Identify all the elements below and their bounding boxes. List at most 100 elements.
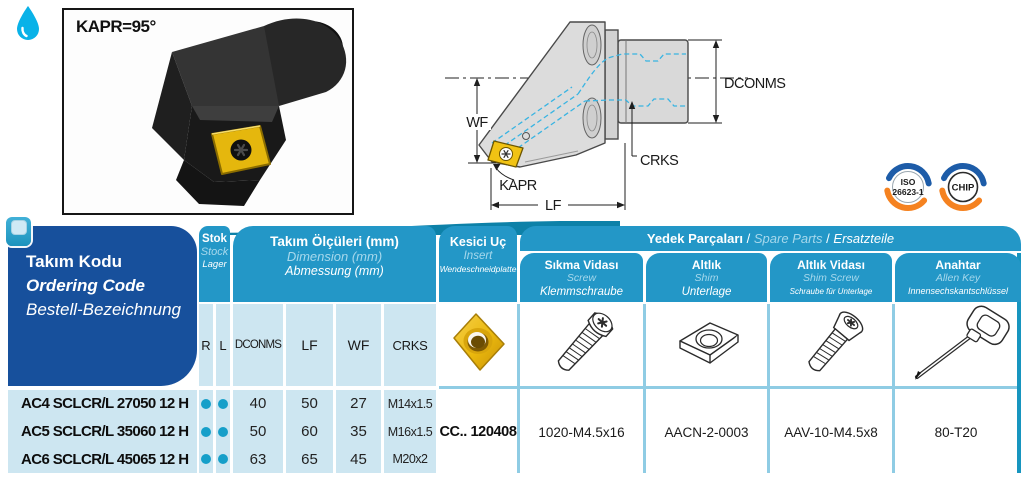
iso-badge-line2: 26623-1 <box>892 187 923 197</box>
dim-label-wf: WF <box>466 115 488 131</box>
dconms-column: 40 50 63 <box>233 390 283 473</box>
crks-value: M14x1.5 <box>387 396 433 411</box>
stock-header-en: Stock <box>200 246 229 258</box>
chip-badge: CHIP <box>939 163 987 212</box>
insert-image <box>453 313 505 371</box>
wf-value: 45 <box>350 450 367 468</box>
shim-screw-header: Altlık Vidası Shim Screw Schraube für Un… <box>770 253 892 302</box>
col-label-crks: CRKS <box>384 304 436 386</box>
table-row-code: AC5 SCLCR/L 35060 12 H <box>21 423 189 440</box>
clipboard-corner-icon-tab <box>11 220 27 235</box>
lf-column: 50 60 65 <box>286 390 333 473</box>
spare-parts-sep1: / <box>746 231 751 246</box>
wf-value: 35 <box>350 423 367 440</box>
clamp-screw-image <box>557 312 614 371</box>
lf-value: 50 <box>301 395 318 413</box>
stock-dot <box>218 426 228 437</box>
dim-label-dconms: DCONMS <box>724 76 785 92</box>
dimensions-header-tr: Takım Ölçüleri (mm) <box>270 234 399 249</box>
crks-column: M14x1.5 M16x1.5 M20x2 <box>384 390 436 473</box>
stock-dot <box>201 426 211 437</box>
shim-image <box>679 322 739 364</box>
stock-dot <box>218 454 228 465</box>
stock-header-de: Lager <box>202 259 227 270</box>
dconms-value: 50 <box>249 423 267 440</box>
screw-header-en: Screw <box>566 272 597 284</box>
table-row-code: AC4 SCLCR/L 27050 12 H <box>21 395 189 413</box>
col-label-lf: LF <box>286 304 333 386</box>
ordering-code-header: Takım Kodu Ordering Code Bestell-Bezeich… <box>8 226 197 386</box>
stock-header-tr: Stok <box>202 233 227 245</box>
stock-dot <box>201 398 211 409</box>
shim-header-de: Unterlage <box>681 286 732 298</box>
dconms-value: 63 <box>249 450 267 468</box>
screw-header-de: Klemmschraube <box>539 286 624 298</box>
lf-value: 65 <box>301 450 318 468</box>
wf-value: 27 <box>350 395 367 413</box>
ordering-code-en: Ordering Code <box>26 276 146 295</box>
dimensions-header: Takım Ölçüleri (mm) Dimension (mm) Abmes… <box>233 226 436 302</box>
allen-key-header-en: Allen Key <box>935 272 981 284</box>
separator <box>439 386 1017 389</box>
ordering-code-de: Bestell-Bezeichnung <box>26 300 181 319</box>
shim-header: Altlık Shim Unterlage <box>646 253 767 302</box>
torx-key-image <box>915 305 1010 380</box>
shim-header-tr: Altlık <box>691 258 722 272</box>
crks-value: M16x1.5 <box>387 424 433 439</box>
shim-screw-header-tr: Altlık Vidası <box>797 258 865 272</box>
table-right-edge <box>1017 253 1021 473</box>
stock-dot <box>201 454 211 465</box>
insert-header-tr: Kesici Uç <box>449 235 507 249</box>
technical-drawing: WF DCONMS CRKS KAPR LF <box>445 21 786 214</box>
ordering-code-column: AC4 SCLCR/L 27050 12 H AC5 SCLCR/L 35060… <box>8 390 197 473</box>
shim-screw-image <box>808 311 864 372</box>
stock-dot <box>218 398 228 409</box>
iso-badge: ISO 26623-1 <box>884 163 932 212</box>
spare-parts-band-en: Spare Parts <box>753 231 823 246</box>
lf-value: 60 <box>301 423 318 440</box>
insert-header: Kesici Uç Insert Wendeschneidplatte <box>439 226 517 302</box>
col-label-dconms: DCONMS <box>233 304 283 386</box>
stock-l-column <box>216 390 230 473</box>
tool-holder-photo <box>152 18 347 206</box>
spare-parts-sep2: / <box>826 231 830 246</box>
wf-column: 27 35 45 <box>336 390 381 473</box>
chip-badge-label: CHIP <box>952 183 975 194</box>
spare-parts-band-de: Ersatzteile <box>833 231 895 246</box>
dim-label-kapr: KAPR <box>499 178 537 194</box>
allen-key-header-tr: Anahtar <box>935 258 981 272</box>
screw-header: Sıkma Vidası Screw Klemmschraube <box>520 253 643 302</box>
crks-value: M20x2 <box>392 452 428 467</box>
dimensions-header-de: Abmessung (mm) <box>285 264 384 278</box>
spare-parts-band: Yedek Parçaları / Spare Parts / Ersatzte… <box>520 226 1021 251</box>
dim-label-crks: CRKS <box>640 153 678 169</box>
dconms-value: 40 <box>249 395 267 413</box>
shim-screw-part-number: AAV-10-M4.5x8 <box>784 424 878 440</box>
col-label-wf: WF <box>336 304 381 386</box>
shim-screw-header-en: Shim Screw <box>802 272 859 284</box>
col-label-r: R <box>199 304 213 386</box>
screw-header-tr: Sıkma Vidası <box>544 258 619 272</box>
shim-header-en: Shim <box>694 272 719 284</box>
table-row-code: AC6 SCLCR/L 45065 12 H <box>21 450 189 468</box>
col-label-l: L <box>216 304 230 386</box>
product-photo-box: KAPR=95° <box>62 8 354 215</box>
coolant-drop-icon <box>17 6 39 40</box>
spare-parts-band-tr: Yedek Parçaları <box>646 231 744 246</box>
kapr-angle-label: KAPR=95° <box>76 17 156 36</box>
insert-header-en: Insert <box>463 250 493 262</box>
screw-part-number: 1020-M4.5x16 <box>538 424 625 440</box>
stock-header: Stok Stock Lager <box>199 226 230 302</box>
ordering-code-tr: Takım Kodu <box>26 252 123 271</box>
allen-key-header-de: Innensechskantschlüssel <box>907 286 1009 296</box>
insert-header-de: Wendeschneidplatte <box>439 264 517 274</box>
stock-r-column <box>199 390 213 473</box>
insert-designation: CC.. 120408 <box>439 424 517 440</box>
dim-label-lf: LF <box>545 198 562 214</box>
shim-screw-header-de: Schraube für Unterlage <box>789 287 873 296</box>
iso-badge-line1: ISO <box>901 177 916 187</box>
dimensions-header-en: Dimension (mm) <box>286 249 383 264</box>
allen-key-part-number: 80-T20 <box>934 424 978 440</box>
certification-badges: ISO 26623-1 CHIP <box>884 163 987 212</box>
